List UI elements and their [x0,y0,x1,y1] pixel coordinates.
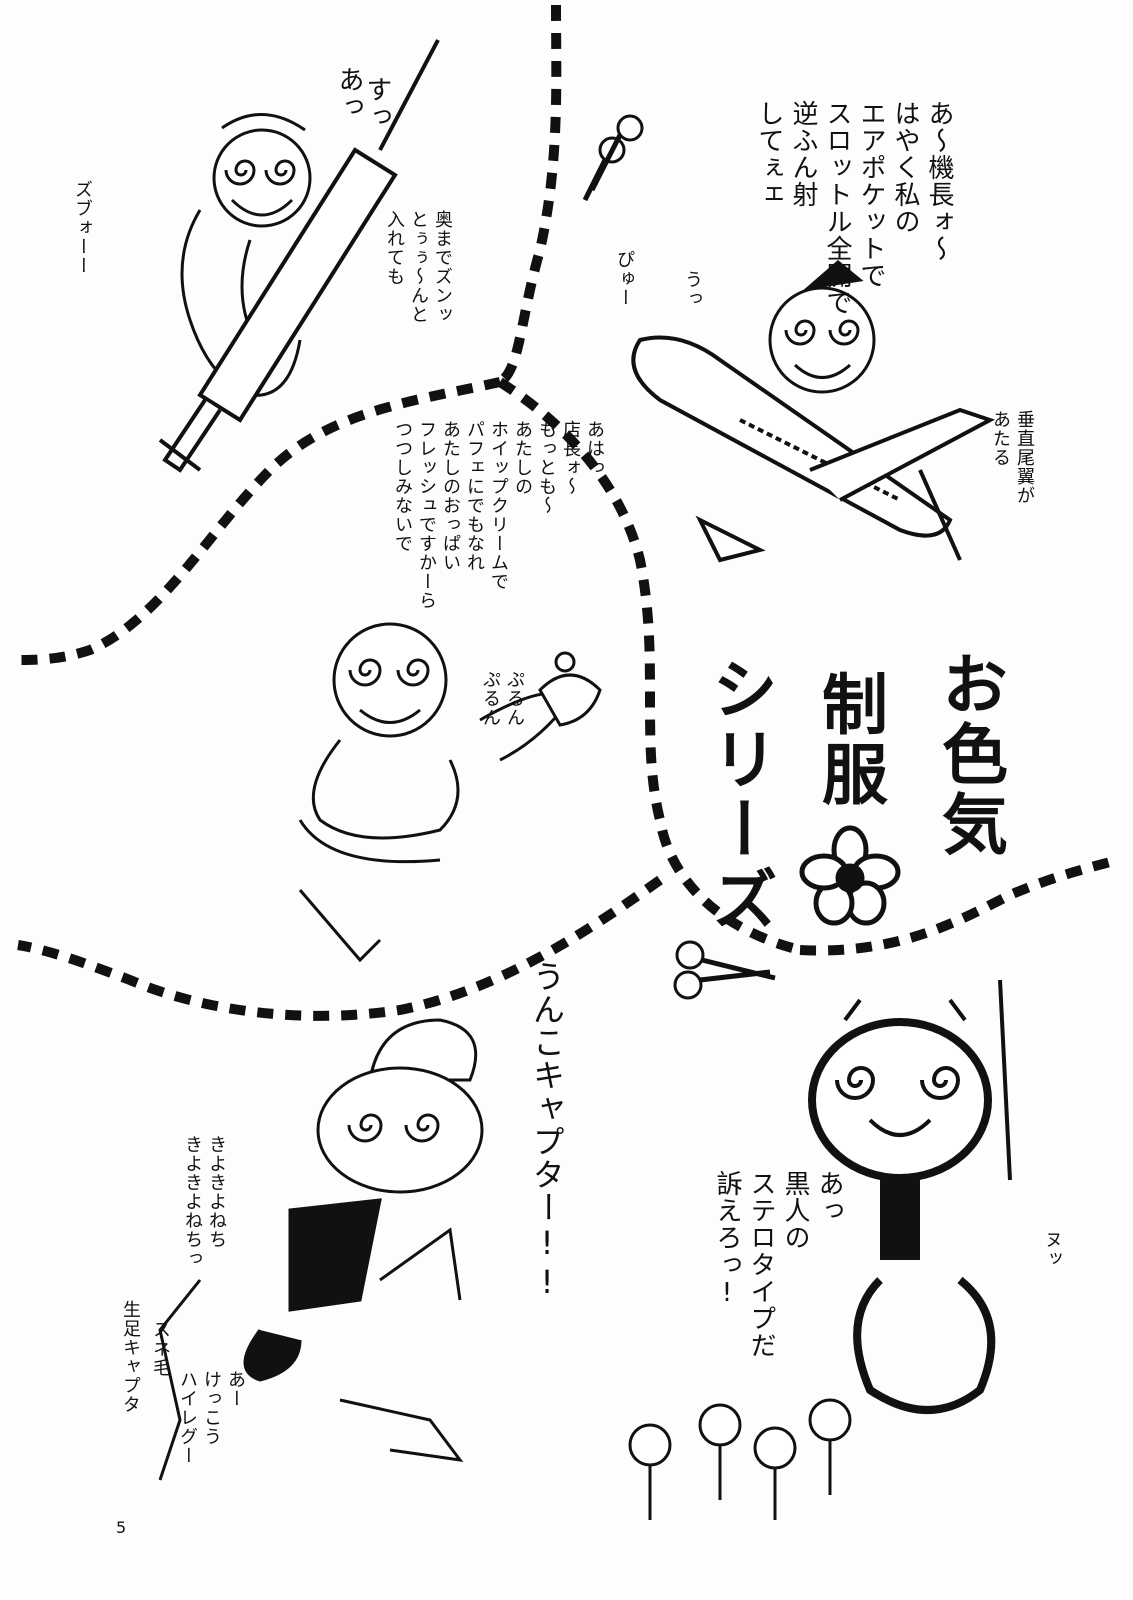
nurse-exclaim: あっ [334,66,364,120]
small-characters [628,1398,852,1520]
flower-icon [799,825,901,926]
title-line2: 制服 [811,670,888,810]
cut-line-top-vertical [496,4,562,387]
captain-reply: あー けっこう ハイレグー [177,1370,246,1465]
stereotype-sfx: ヌッ [1042,1230,1063,1268]
captain-character [158,1018,484,1481]
cut-line-middle-vertical [497,377,802,955]
cut-line-upper-left [17,377,502,665]
big-head-character [808,979,1012,1414]
cut-line-right [799,857,1112,956]
nurse-exclaim-2: すっ [362,76,392,130]
nurse-sfx: ズブォーー [72,180,93,275]
waitress-sfx: ぷるん ぷるん [480,670,525,727]
waitress-speech: あはっ 店長ォ～ もっとも～ あたしの ホイップクリームで パフェにでもなれ あ… [392,420,605,610]
scissors-icon-lower [673,940,776,1000]
stewardess-note: 垂直尾翼が あたる [990,410,1035,505]
waitress-character [298,622,572,963]
stewardess-speech: あ～機長ォ～ はやく私の エアポケットで スロットル全開で 逆ふん射 してぇェ [754,100,954,316]
stewardess-sfx: ぴゅー [614,250,635,307]
dashed-cut-lines [17,4,1112,1021]
page-number: 5 [116,1518,127,1537]
stereotype-speech: あっ 黒人の ステロタイプだ 訴えろっ! [712,1170,844,1359]
scissors-icon [582,114,644,202]
syringe-icon [158,39,440,473]
parfait-icon [538,651,602,727]
stewardess-bubble: うっ [682,270,703,308]
cut-line-lower-left [17,875,663,1021]
title-line1: お色気 [931,650,1008,860]
nurse-caption: 奥までズンッ とぅぅ～んと 入れても [384,210,453,324]
captain-chant: きよきよねち きよきよねちっ [182,1135,227,1268]
captain-note-2: スネ毛 [150,1320,171,1377]
title-line3: シリーズ [701,655,778,935]
captain-title: うんこキャプター!! [528,960,566,1302]
airplane-icon [631,335,996,563]
stewardess-character [768,260,876,394]
captain-note: 生足キャプタ [120,1300,141,1414]
